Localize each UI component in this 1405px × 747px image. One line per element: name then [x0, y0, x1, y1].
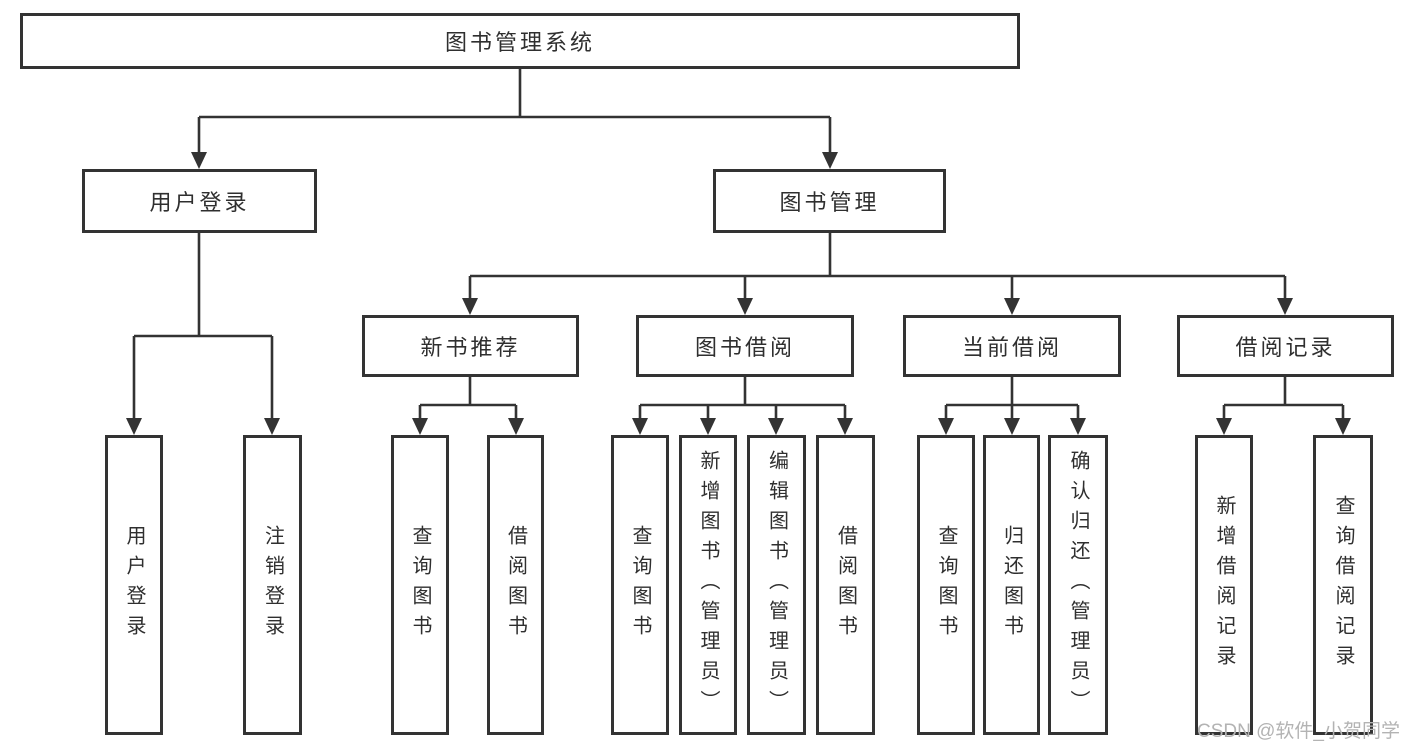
leaf-user-login: 用户登录 [105, 435, 163, 735]
leaf-bb-borrow-books-label: 借阅图书 [834, 525, 857, 645]
leaf-cb-confirm-return-admin-label: 确认归还（管理员） [1067, 450, 1089, 720]
leaf-bb-add-books-admin-label: 新增图书（管理员） [697, 450, 719, 720]
leaf-br-query-record: 查询借阅记录 [1313, 435, 1373, 735]
node-book-management: 图书管理 [713, 169, 946, 233]
leaf-logout: 注销登录 [243, 435, 302, 735]
leaf-bb-query-books: 查询图书 [611, 435, 669, 735]
leaf-logout-label: 注销登录 [261, 525, 284, 645]
leaf-nb-borrow-books-label: 借阅图书 [504, 525, 527, 645]
leaf-bb-edit-books-admin-label: 编辑图书（管理员） [765, 450, 788, 720]
leaf-cb-return-books-label: 归还图书 [1000, 525, 1023, 645]
leaf-br-query-record-label: 查询借阅记录 [1332, 495, 1354, 675]
node-user-login-label: 用户登录 [149, 190, 250, 215]
node-root-label: 图书管理系统 [444, 30, 595, 55]
leaf-bb-edit-books-admin: 编辑图书（管理员） [747, 435, 806, 735]
leaf-bb-borrow-books: 借阅图书 [816, 435, 875, 735]
leaf-nb-query-books: 查询图书 [391, 435, 449, 735]
node-book-management-label: 图书管理 [779, 190, 880, 215]
csdn-watermark: CSDN @软件_小贺同学 [1197, 721, 1400, 742]
leaf-cb-query-books-label: 查询图书 [935, 525, 957, 645]
leaf-cb-query-books: 查询图书 [917, 435, 975, 735]
leaf-br-add-record: 新增借阅记录 [1195, 435, 1253, 735]
node-new-book-recommend-label: 新书推荐 [420, 335, 521, 360]
node-borrow-records: 借阅记录 [1177, 315, 1394, 377]
leaf-cb-confirm-return-admin: 确认归还（管理员） [1048, 435, 1108, 735]
leaf-nb-query-books-label: 查询图书 [409, 525, 431, 645]
node-current-borrow-label: 当前借阅 [961, 335, 1062, 360]
leaf-nb-borrow-books: 借阅图书 [487, 435, 544, 735]
node-book-borrow: 图书借阅 [636, 315, 854, 377]
leaf-bb-query-books-label: 查询图书 [629, 525, 651, 645]
leaf-br-add-record-label: 新增借阅记录 [1213, 495, 1235, 675]
node-user-login: 用户登录 [82, 169, 317, 233]
leaf-bb-add-books-admin: 新增图书（管理员） [679, 435, 737, 735]
leaf-cb-return-books: 归还图书 [983, 435, 1040, 735]
node-root: 图书管理系统 [20, 13, 1020, 69]
leaf-user-login-label: 用户登录 [123, 525, 145, 645]
arrowhead-icons [126, 152, 1351, 435]
node-borrow-records-label: 借阅记录 [1235, 335, 1336, 360]
node-current-borrow: 当前借阅 [903, 315, 1121, 377]
node-book-borrow-label: 图书借阅 [694, 335, 795, 360]
node-new-book-recommend: 新书推荐 [362, 315, 579, 377]
